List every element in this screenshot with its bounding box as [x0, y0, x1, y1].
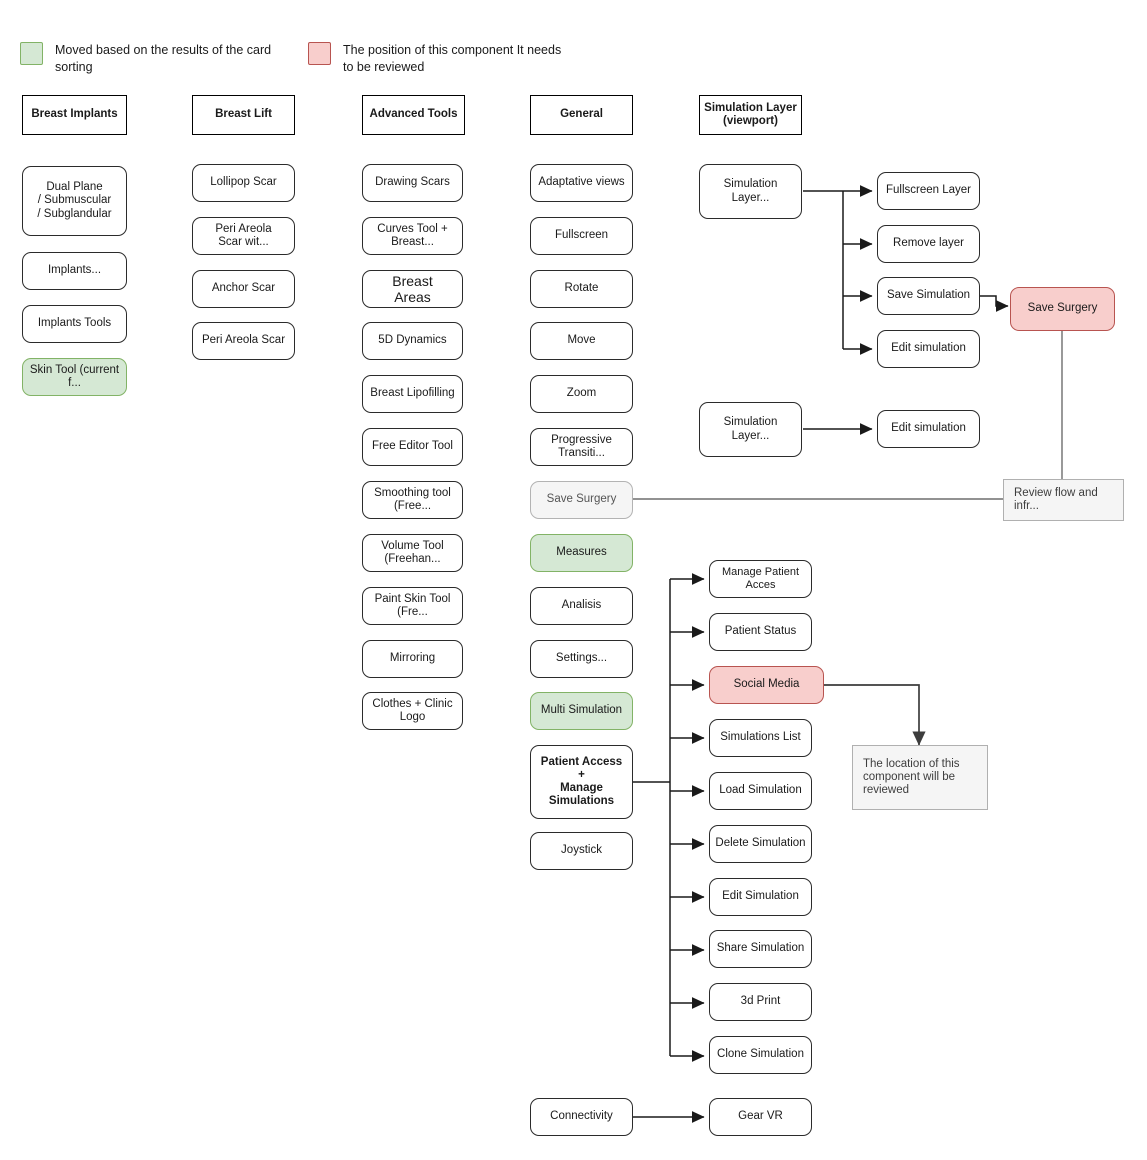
node-simulations-list[interactable]: Simulations List: [709, 719, 812, 757]
node-patient-access[interactable]: Patient Access + Manage Simulations: [530, 745, 633, 819]
note-review-flow: Review flow and infr...: [1003, 479, 1124, 521]
node-load-simulation[interactable]: Load Simulation: [709, 772, 812, 810]
node-5d-dynamics[interactable]: 5D Dynamics: [362, 322, 463, 360]
node-smoothing-tool[interactable]: Smoothing tool (Free...: [362, 481, 463, 519]
node-curves-tool[interactable]: Curves Tool + Breast...: [362, 217, 463, 255]
header-advanced-tools: Advanced Tools: [362, 95, 465, 135]
node-edit-simulation-2[interactable]: Edit simulation: [877, 410, 980, 448]
node-delete-simulation[interactable]: Delete Simulation: [709, 825, 812, 863]
node-measures[interactable]: Measures: [530, 534, 633, 572]
header-breast-lift: Breast Lift: [192, 95, 295, 135]
node-patient-status[interactable]: Patient Status: [709, 613, 812, 651]
node-analisis[interactable]: Analisis: [530, 587, 633, 625]
legend-swatch-red: [308, 42, 331, 65]
node-volume-tool[interactable]: Volume Tool (Freehan...: [362, 534, 463, 572]
node-share-simulation[interactable]: Share Simulation: [709, 930, 812, 968]
node-clone-simulation[interactable]: Clone Simulation: [709, 1036, 812, 1074]
node-save-surgery-general[interactable]: Save Surgery: [530, 481, 633, 519]
node-simulation-layer-1[interactable]: Simulation Layer...: [699, 164, 802, 219]
node-drawing-scars[interactable]: Drawing Scars: [362, 164, 463, 202]
node-move[interactable]: Move: [530, 322, 633, 360]
node-peri-areola-scar[interactable]: Peri Areola Scar: [192, 322, 295, 360]
node-social-media[interactable]: Social Media: [709, 666, 824, 704]
node-breast-areas[interactable]: Breast Areas: [362, 270, 463, 308]
node-paint-skin-tool[interactable]: Paint Skin Tool (Fre...: [362, 587, 463, 625]
node-breast-lipofilling[interactable]: Breast Lipofilling: [362, 375, 463, 413]
legend-item-moved: Moved based on the results of the card s…: [20, 42, 287, 76]
node-gear-vr[interactable]: Gear VR: [709, 1098, 812, 1136]
note-location-review: The location of this component will be r…: [852, 745, 988, 810]
node-multi-simulation[interactable]: Multi Simulation: [530, 692, 633, 730]
node-connectivity[interactable]: Connectivity: [530, 1098, 633, 1136]
legend-swatch-green: [20, 42, 43, 65]
node-dual-plane[interactable]: Dual Plane / Submuscular / Subglandular: [22, 166, 127, 236]
node-zoom[interactable]: Zoom: [530, 375, 633, 413]
node-simulation-layer-2[interactable]: Simulation Layer...: [699, 402, 802, 457]
node-peri-areola-scar-wit[interactable]: Peri Areola Scar wit...: [192, 217, 295, 255]
node-adaptative-views[interactable]: Adaptative views: [530, 164, 633, 202]
node-fullscreen-layer[interactable]: Fullscreen Layer: [877, 172, 980, 210]
node-settings[interactable]: Settings...: [530, 640, 633, 678]
node-clothes-clinic-logo[interactable]: Clothes + Clinic Logo: [362, 692, 463, 730]
header-breast-implants: Breast Implants: [22, 95, 127, 135]
node-progressive-transitions[interactable]: Progressive Transiti...: [530, 428, 633, 466]
node-implants-tools[interactable]: Implants Tools: [22, 305, 127, 343]
legend-label-moved: Moved based on the results of the card s…: [55, 43, 272, 74]
node-edit-simulation-1[interactable]: Edit simulation: [877, 330, 980, 368]
header-general: General: [530, 95, 633, 135]
node-free-editor-tool[interactable]: Free Editor Tool: [362, 428, 463, 466]
node-fullscreen[interactable]: Fullscreen: [530, 217, 633, 255]
node-save-simulation[interactable]: Save Simulation: [877, 277, 980, 315]
node-3d-print[interactable]: 3d Print: [709, 983, 812, 1021]
node-remove-layer[interactable]: Remove layer: [877, 225, 980, 263]
legend-item-review: The position of this component It needs …: [308, 42, 575, 76]
node-rotate[interactable]: Rotate: [530, 270, 633, 308]
node-implants[interactable]: Implants...: [22, 252, 127, 290]
node-manage-patient-access[interactable]: Manage Patient Acces: [709, 560, 812, 598]
node-joystick[interactable]: Joystick: [530, 832, 633, 870]
legend-label-review: The position of this component It needs …: [343, 43, 562, 74]
node-lollipop-scar[interactable]: Lollipop Scar: [192, 164, 295, 202]
node-anchor-scar[interactable]: Anchor Scar: [192, 270, 295, 308]
node-mirroring[interactable]: Mirroring: [362, 640, 463, 678]
node-edit-simulation-list[interactable]: Edit Simulation: [709, 878, 812, 916]
header-simulation-layer: Simulation Layer (viewport): [699, 95, 802, 135]
node-save-surgery-red[interactable]: Save Surgery: [1010, 287, 1115, 331]
node-skin-tool[interactable]: Skin Tool (current f...: [22, 358, 127, 396]
